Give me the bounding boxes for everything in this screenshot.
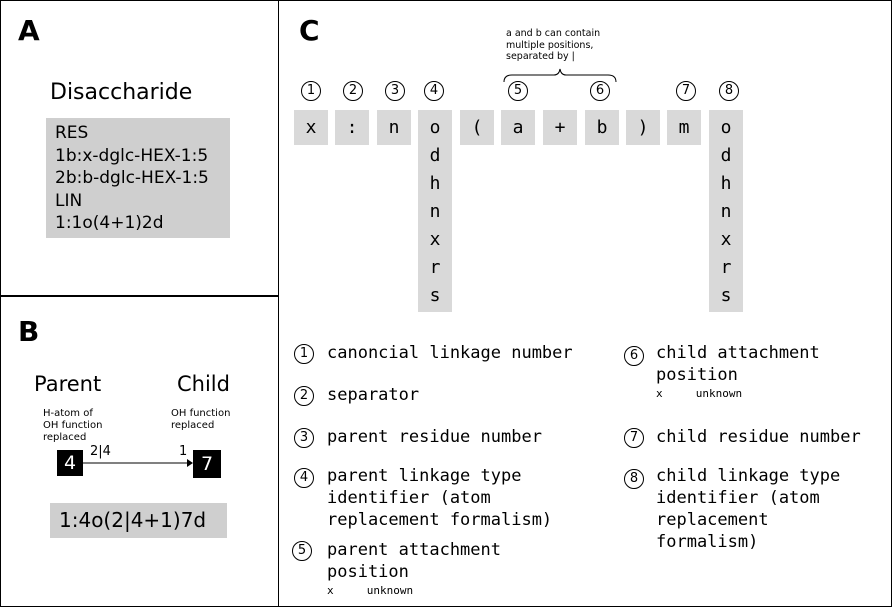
code-line: 2b:b-dglc-HEX-1:5 (55, 168, 209, 188)
cell-plus: + (543, 110, 577, 145)
legend-5-sub: x unknown (327, 584, 414, 597)
child-number-box: 7 (193, 450, 221, 478)
column-letter: h (429, 173, 441, 194)
cell-a: a (501, 110, 535, 145)
code-line: LIN (55, 190, 83, 211)
cell-m: m (667, 110, 701, 145)
disaccharide-title: Disaccharide (50, 80, 193, 105)
legend-4-text: parent linkage type identifier (atom rep… (327, 466, 553, 530)
legend-3-marker: 3 (294, 428, 314, 448)
column-letter: x (429, 229, 441, 250)
brace (503, 68, 617, 83)
formula-text: 1:4o(2|4+1)7d (59, 508, 207, 532)
parent-number-box: 4 (57, 450, 83, 476)
column-letter: o (429, 117, 441, 138)
cell-close-paren: ) (626, 110, 660, 145)
marker-4: 4 (424, 81, 444, 101)
formula-box: 1:4o(2|4+1)7d (50, 503, 227, 538)
column-letter: d (429, 145, 441, 166)
marker-6: 6 (590, 81, 610, 101)
cell-open-paren: ( (460, 110, 494, 145)
legend-6-marker: 6 (624, 346, 644, 366)
legend-1-marker: 1 (294, 344, 314, 364)
column-letter: r (720, 257, 732, 278)
marker-8: 8 (719, 81, 739, 101)
cell-n: n (377, 110, 411, 145)
column-letter: d (720, 145, 732, 166)
panel-a-label: A (18, 14, 40, 47)
legend-7-marker: 7 (624, 428, 644, 448)
column-letter: r (429, 257, 441, 278)
parent-number: 4 (63, 452, 77, 474)
child-number: 7 (200, 453, 214, 475)
cell-b: b (585, 110, 619, 145)
parent-note: H-atom of OH function replaced (43, 408, 103, 443)
child-position: 1 (179, 444, 188, 459)
legend-2-text: separator (327, 385, 420, 405)
cell-x: x (294, 110, 328, 145)
legend-4-marker: 4 (294, 468, 314, 488)
panel-b-label: B (18, 315, 40, 348)
legend-6-text: child attachment position (656, 343, 820, 385)
child-heading: Child (177, 372, 230, 396)
column-letter: o (720, 117, 732, 138)
marker-2: 2 (343, 81, 363, 101)
legend-1-text: canoncial linkage number (327, 343, 573, 363)
legend-2-marker: 2 (294, 386, 314, 406)
column-letter: x (720, 229, 732, 250)
legend-3-text: parent residue number (327, 427, 542, 447)
parent-position: 2|4 (90, 444, 111, 459)
marker-3: 3 (385, 81, 405, 101)
column-letter: n (429, 201, 441, 222)
legend-6-sub: x unknown (656, 387, 743, 400)
panel-c-label: C (299, 14, 320, 47)
marker-7: 7 (676, 81, 696, 101)
legend-5-marker: 5 (292, 541, 312, 561)
code-line: 1b:x-dglc-HEX-1:5 (55, 145, 209, 166)
code-line: RES (55, 123, 89, 143)
marker-1: 1 (301, 81, 321, 101)
marker-5: 5 (508, 81, 528, 101)
column-letter: s (720, 285, 732, 306)
brace-note: a and b can contain multiple positions, … (506, 28, 601, 62)
panel-b (0, 296, 279, 607)
column-letter: n (720, 201, 732, 222)
legend-8-marker: 8 (624, 469, 644, 489)
column-letter: s (429, 285, 441, 306)
child-note: OH function replaced (171, 408, 231, 431)
legend-8-text: child linkage type identifier (atom repl… (656, 466, 841, 552)
cell-colon: : (335, 110, 369, 145)
legend-7-text: child residue number (656, 427, 861, 447)
code-line: 1:1o(4+1)2d (55, 213, 164, 233)
column-letter: h (720, 173, 732, 194)
parent-heading: Parent (34, 372, 102, 396)
legend-5-text: parent attachment position (327, 540, 501, 582)
linkage-arrow (83, 459, 193, 467)
